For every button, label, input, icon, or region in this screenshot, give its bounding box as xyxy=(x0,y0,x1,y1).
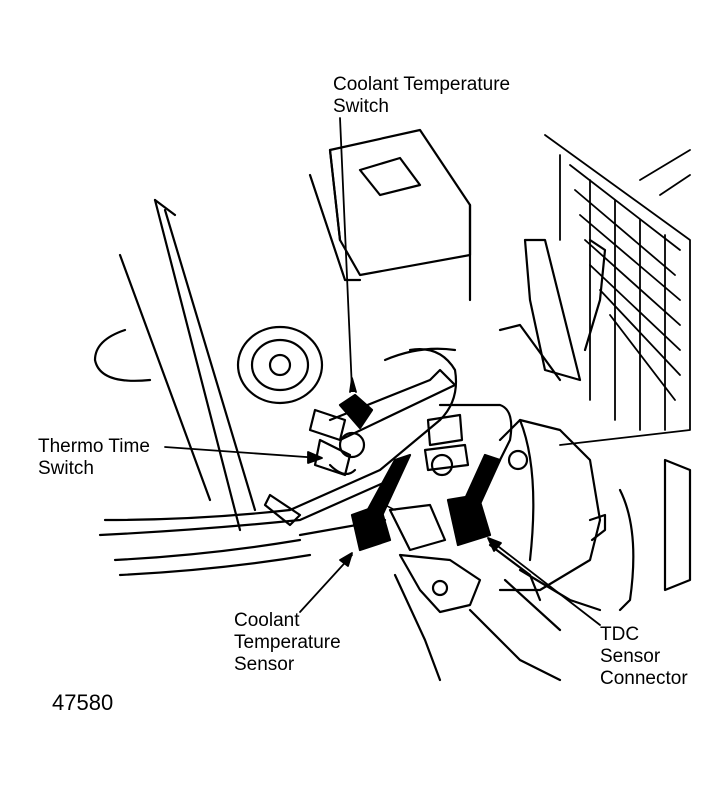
coolant-temp-sensor-connector xyxy=(350,453,412,552)
coolant-temp-switch-body xyxy=(308,393,374,459)
fan-shroud xyxy=(498,238,607,382)
label-coolant-temperature-sensor: Coolant Temperature Sensor xyxy=(234,610,341,675)
label-thermo-time-switch: Thermo Time Switch xyxy=(38,436,150,479)
fender-and-hoses xyxy=(93,198,442,577)
tdc-sensor-connector-body xyxy=(446,453,502,547)
radiator-grille xyxy=(544,134,691,446)
leader-thermo-time-switch xyxy=(164,446,321,459)
leader-tdc-sensor-connector xyxy=(489,539,601,626)
spring-assembly xyxy=(423,413,470,477)
arrow-thermo-time-switch xyxy=(307,451,323,464)
leader-coolant-temp-switch xyxy=(339,117,353,391)
battery-box xyxy=(308,128,472,302)
reservoir-cap xyxy=(236,325,324,405)
leader-coolant-temp-sensor xyxy=(299,554,353,613)
distributor-housing xyxy=(498,418,692,612)
arrow-coolant-temp-sensor xyxy=(339,552,353,567)
leader-lines xyxy=(164,117,601,626)
label-coolant-temperature-switch: Coolant Temperature Switch xyxy=(333,74,511,117)
label-tdc-sensor-connector: TDC Sensor Connector xyxy=(600,624,688,689)
central-tube xyxy=(328,347,513,472)
arrow-coolant-temp-switch xyxy=(349,377,357,393)
figure-number: 47580 xyxy=(52,690,114,715)
mounting-bracket xyxy=(388,503,602,682)
arrow-tdc-sensor-connector xyxy=(487,537,502,552)
